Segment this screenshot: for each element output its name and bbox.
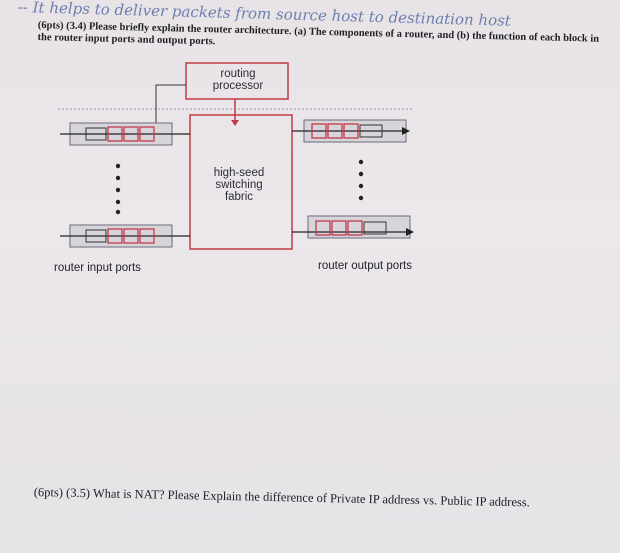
router-architecture-diagram bbox=[58, 62, 414, 250]
routing-processor-label: routing processor bbox=[188, 68, 288, 92]
rp-fabric-arrowhead bbox=[231, 120, 239, 126]
input-port-bottom bbox=[60, 224, 190, 248]
input-port-top bbox=[60, 122, 190, 146]
switching-fabric-line1: high-seed bbox=[213, 167, 265, 179]
switching-fabric-line3: fabric bbox=[224, 191, 254, 203]
question-3-5: (6pts) (3.5) What is NAT? Please Explain… bbox=[34, 484, 594, 512]
switching-fabric-line2: switching bbox=[215, 179, 263, 191]
output-port-bottom bbox=[292, 215, 414, 239]
input-ellipsis-dots bbox=[115, 163, 121, 215]
switching-fabric-label: high-seed switching fabric bbox=[192, 167, 286, 203]
router-output-ports-label: router output ports bbox=[318, 260, 412, 272]
control-line bbox=[155, 84, 186, 134]
question-3-5-text: What is NAT? Please Explain the differen… bbox=[92, 486, 530, 510]
question-3-4-points: (6pts) (3.4) bbox=[37, 20, 87, 33]
routing-processor-line2: processor bbox=[212, 80, 264, 92]
routing-processor-box bbox=[185, 62, 289, 100]
output-ellipsis-dots bbox=[358, 159, 364, 201]
routing-processor-line1: routing bbox=[220, 68, 256, 80]
switching-fabric-box bbox=[189, 114, 293, 250]
router-input-ports-label: router input ports bbox=[54, 262, 141, 274]
output-port-top bbox=[292, 119, 410, 143]
question-3-5-points: (6pts) (3.5) bbox=[33, 484, 91, 501]
